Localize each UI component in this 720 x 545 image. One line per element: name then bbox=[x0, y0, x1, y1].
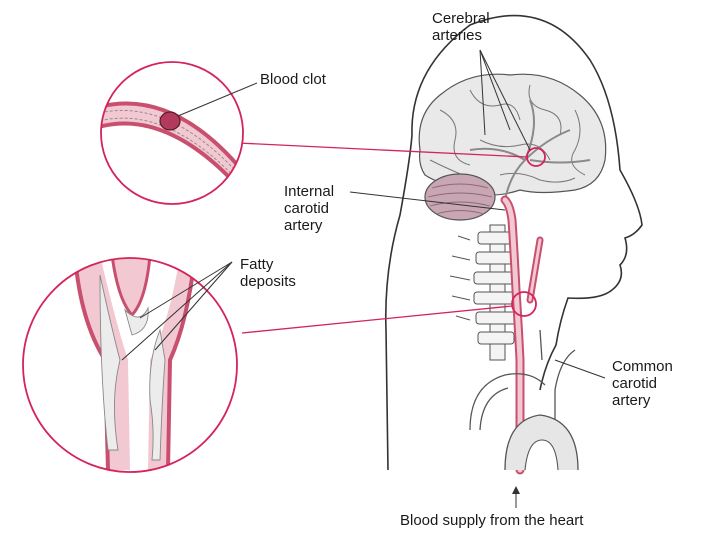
plaque-connector-line bbox=[242, 306, 512, 333]
fatty-deposits-label: Fatty deposits bbox=[240, 256, 296, 290]
blood-clot-magnified-view bbox=[95, 62, 250, 204]
common-carotid-artery-label: Common carotid artery bbox=[612, 358, 673, 409]
spine bbox=[450, 225, 518, 360]
cerebellum bbox=[425, 174, 495, 220]
cerebral-arteries-label: Cerebral arteries bbox=[432, 10, 490, 44]
blood-supply-label: Blood supply from the heart bbox=[400, 512, 583, 529]
blood-clot-label: Blood clot bbox=[260, 71, 326, 88]
heart-arrow bbox=[512, 486, 520, 508]
blood-clot bbox=[160, 112, 180, 130]
internal-carotid-artery-label: Internal carotid artery bbox=[284, 183, 334, 234]
fatty-deposits-magnified-view bbox=[23, 255, 237, 472]
